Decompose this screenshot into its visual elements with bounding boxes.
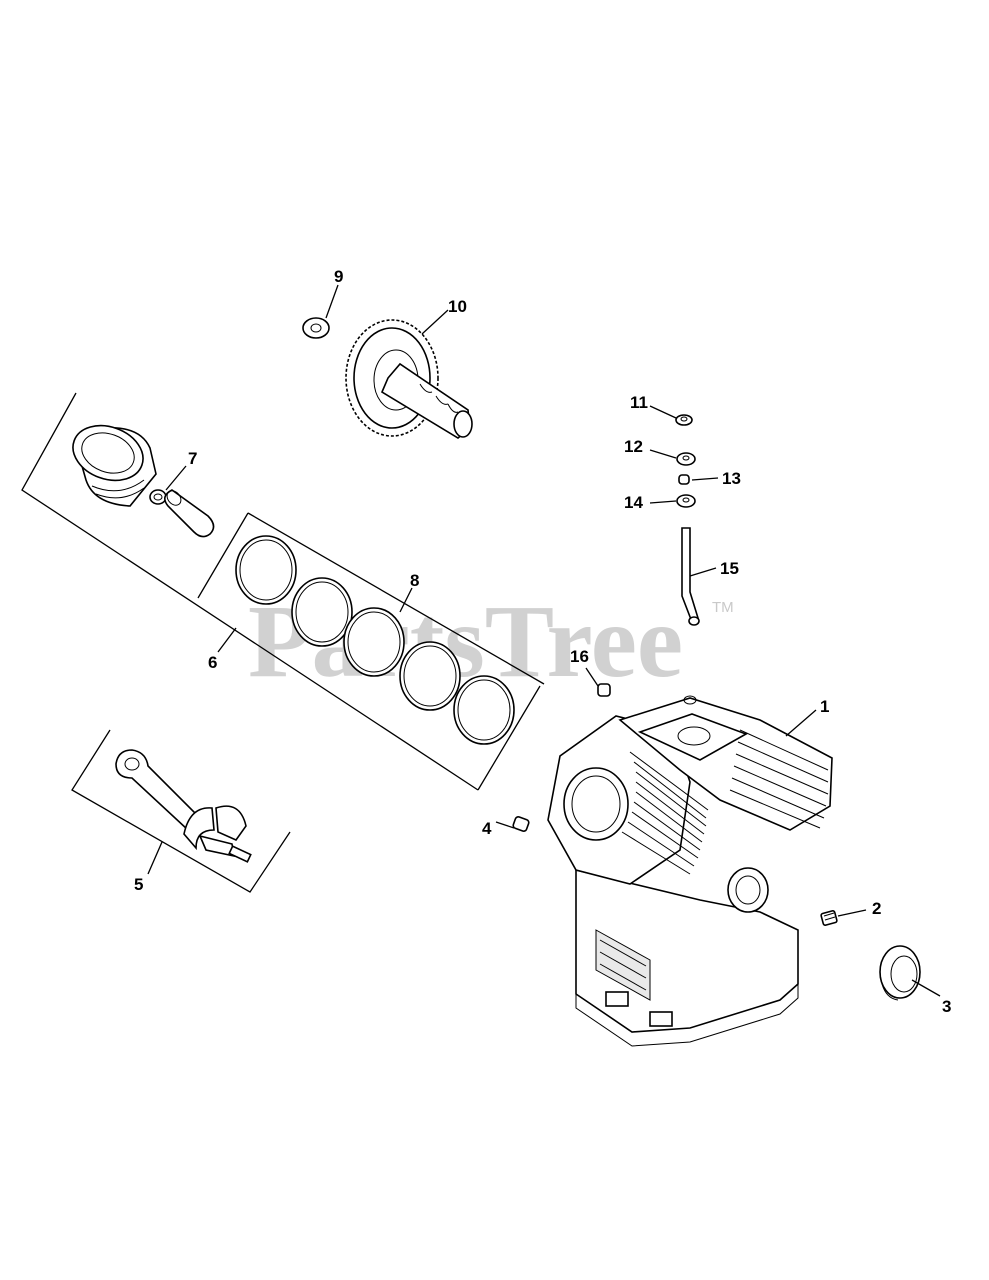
callout-2[interactable]: 2 — [872, 899, 881, 918]
callout-12[interactable]: 12 — [624, 437, 643, 456]
part-12-washer[interactable] — [676, 452, 696, 466]
part-2-fitting[interactable] — [820, 910, 838, 926]
part-6-piston-pin[interactable] — [164, 488, 215, 538]
callout-15[interactable]: 15 — [720, 559, 739, 578]
callout-7[interactable]: 7 — [188, 449, 197, 468]
callout-3[interactable]: 3 — [942, 997, 951, 1016]
watermark-trademark: TM — [712, 599, 734, 616]
part-6-piston[interactable] — [65, 416, 157, 507]
callout-5[interactable]: 5 — [134, 875, 143, 894]
part-8-piston-rings[interactable] — [235, 535, 515, 745]
part-10-camshaft[interactable] — [345, 319, 473, 439]
part-13-spacer[interactable] — [678, 474, 690, 485]
leader-lines — [147, 284, 941, 997]
callout-11[interactable]: 11 — [630, 393, 648, 412]
callout-6[interactable]: 6 — [208, 653, 217, 672]
callout-13[interactable]: 13 — [722, 469, 741, 488]
part-7-retaining-ring[interactable] — [149, 489, 167, 505]
part-4-dowel-pin[interactable] — [512, 816, 530, 832]
part-15-tube[interactable] — [681, 527, 700, 626]
callout-4[interactable]: 4 — [482, 819, 492, 838]
part-1-crankcase[interactable] — [547, 695, 833, 1047]
part-5-connecting-rod-kit-outline — [71, 729, 291, 893]
callout-8[interactable]: 8 — [410, 571, 419, 590]
callout-1[interactable]: 1 — [820, 697, 829, 716]
callout-9[interactable]: 9 — [334, 267, 343, 286]
part-14-washer[interactable] — [676, 494, 696, 508]
part-9-washer[interactable] — [302, 317, 330, 339]
part-16-plug[interactable] — [597, 683, 611, 697]
part-5-connecting-rod[interactable] — [115, 749, 252, 863]
part-11-nut[interactable] — [675, 414, 693, 426]
part-6-piston-kit-outline — [21, 392, 545, 791]
callout-14[interactable]: 14 — [624, 493, 643, 512]
callout-16[interactable]: 16 — [570, 647, 589, 666]
callout-labels: 1 2 3 4 5 6 7 8 9 10 11 12 13 14 15 16 — [134, 267, 951, 1016]
part-3-oil-seal[interactable] — [879, 945, 921, 1001]
callout-10[interactable]: 10 — [448, 297, 467, 316]
